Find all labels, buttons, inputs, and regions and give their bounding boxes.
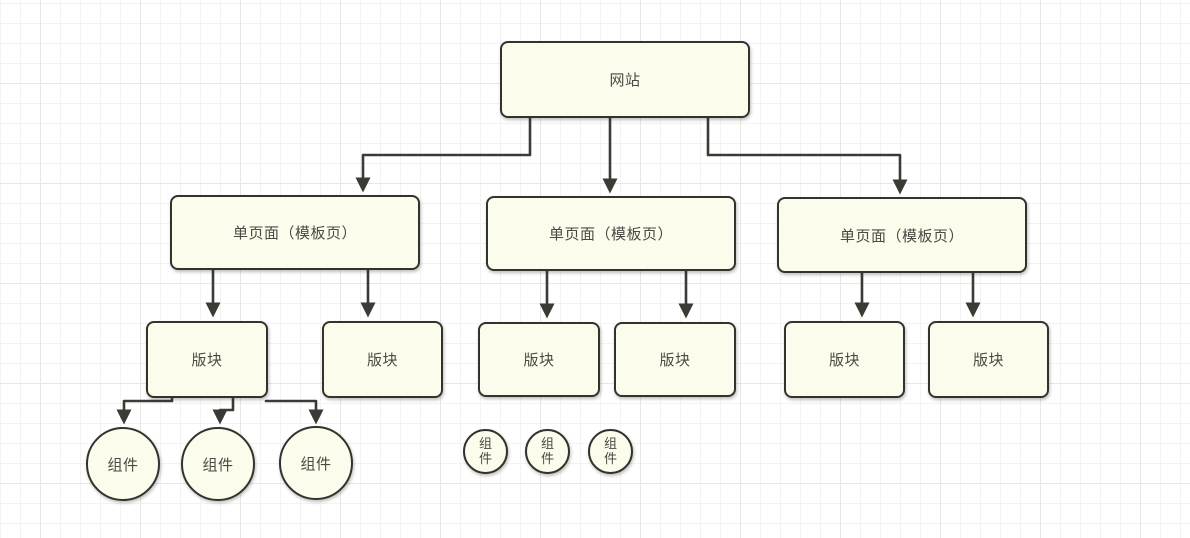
node-label-block-1a: 版块 — [191, 352, 223, 369]
node-label-block-3b: 版块 — [972, 352, 1004, 369]
node-label-page-3: 单页面（模板页） — [839, 227, 964, 245]
node-label-comp-2c: 组件 — [603, 435, 617, 466]
node-label-site: 网站 — [609, 72, 641, 89]
node-label-comp-1a: 组件 — [107, 456, 139, 474]
edge-site-page3 — [706, 116, 908, 195]
node-block-2a[interactable]: 版块 — [478, 322, 600, 397]
node-label-block-2a: 版块 — [523, 352, 555, 369]
node-comp-1b[interactable]: 组件 — [181, 427, 255, 501]
node-block-2b[interactable]: 版块 — [614, 322, 736, 397]
node-label-comp-1b: 组件 — [202, 456, 234, 474]
node-label-comp-2b: 组件 — [540, 435, 554, 466]
edge-site-page1 — [355, 116, 532, 193]
node-label-block-3a: 版块 — [828, 352, 860, 369]
node-block-3b[interactable]: 版块 — [928, 321, 1049, 398]
node-label-block-2b: 版块 — [659, 352, 691, 369]
node-block-1b[interactable]: 版块 — [322, 321, 443, 398]
node-comp-2b[interactable]: 组件 — [525, 429, 570, 474]
edge-block1a-comp1c — [264, 399, 324, 425]
node-block-1a[interactable]: 版块 — [146, 321, 268, 398]
node-comp-1c[interactable]: 组件 — [279, 426, 353, 500]
node-comp-1a[interactable]: 组件 — [86, 427, 160, 501]
node-label-comp-1c: 组件 — [300, 455, 332, 473]
node-label-comp-2a: 组件 — [478, 435, 492, 466]
node-page-1[interactable]: 单页面（模板页） — [170, 195, 420, 270]
node-block-3a[interactable]: 版块 — [784, 321, 905, 398]
node-label-block-1b: 版块 — [366, 352, 398, 369]
node-site[interactable]: 网站 — [500, 41, 750, 118]
node-comp-2c[interactable]: 组件 — [588, 429, 633, 474]
node-label-page-1: 单页面（模板页） — [232, 225, 357, 242]
edge-block1a-comp1a — [116, 396, 174, 425]
edge-block1a-comp1b — [212, 396, 235, 425]
node-page-3[interactable]: 单页面（模板页） — [777, 197, 1027, 273]
node-label-page-2: 单页面（模板页） — [548, 226, 673, 243]
node-page-2[interactable]: 单页面（模板页） — [486, 196, 736, 271]
node-comp-2a[interactable]: 组件 — [463, 429, 508, 474]
